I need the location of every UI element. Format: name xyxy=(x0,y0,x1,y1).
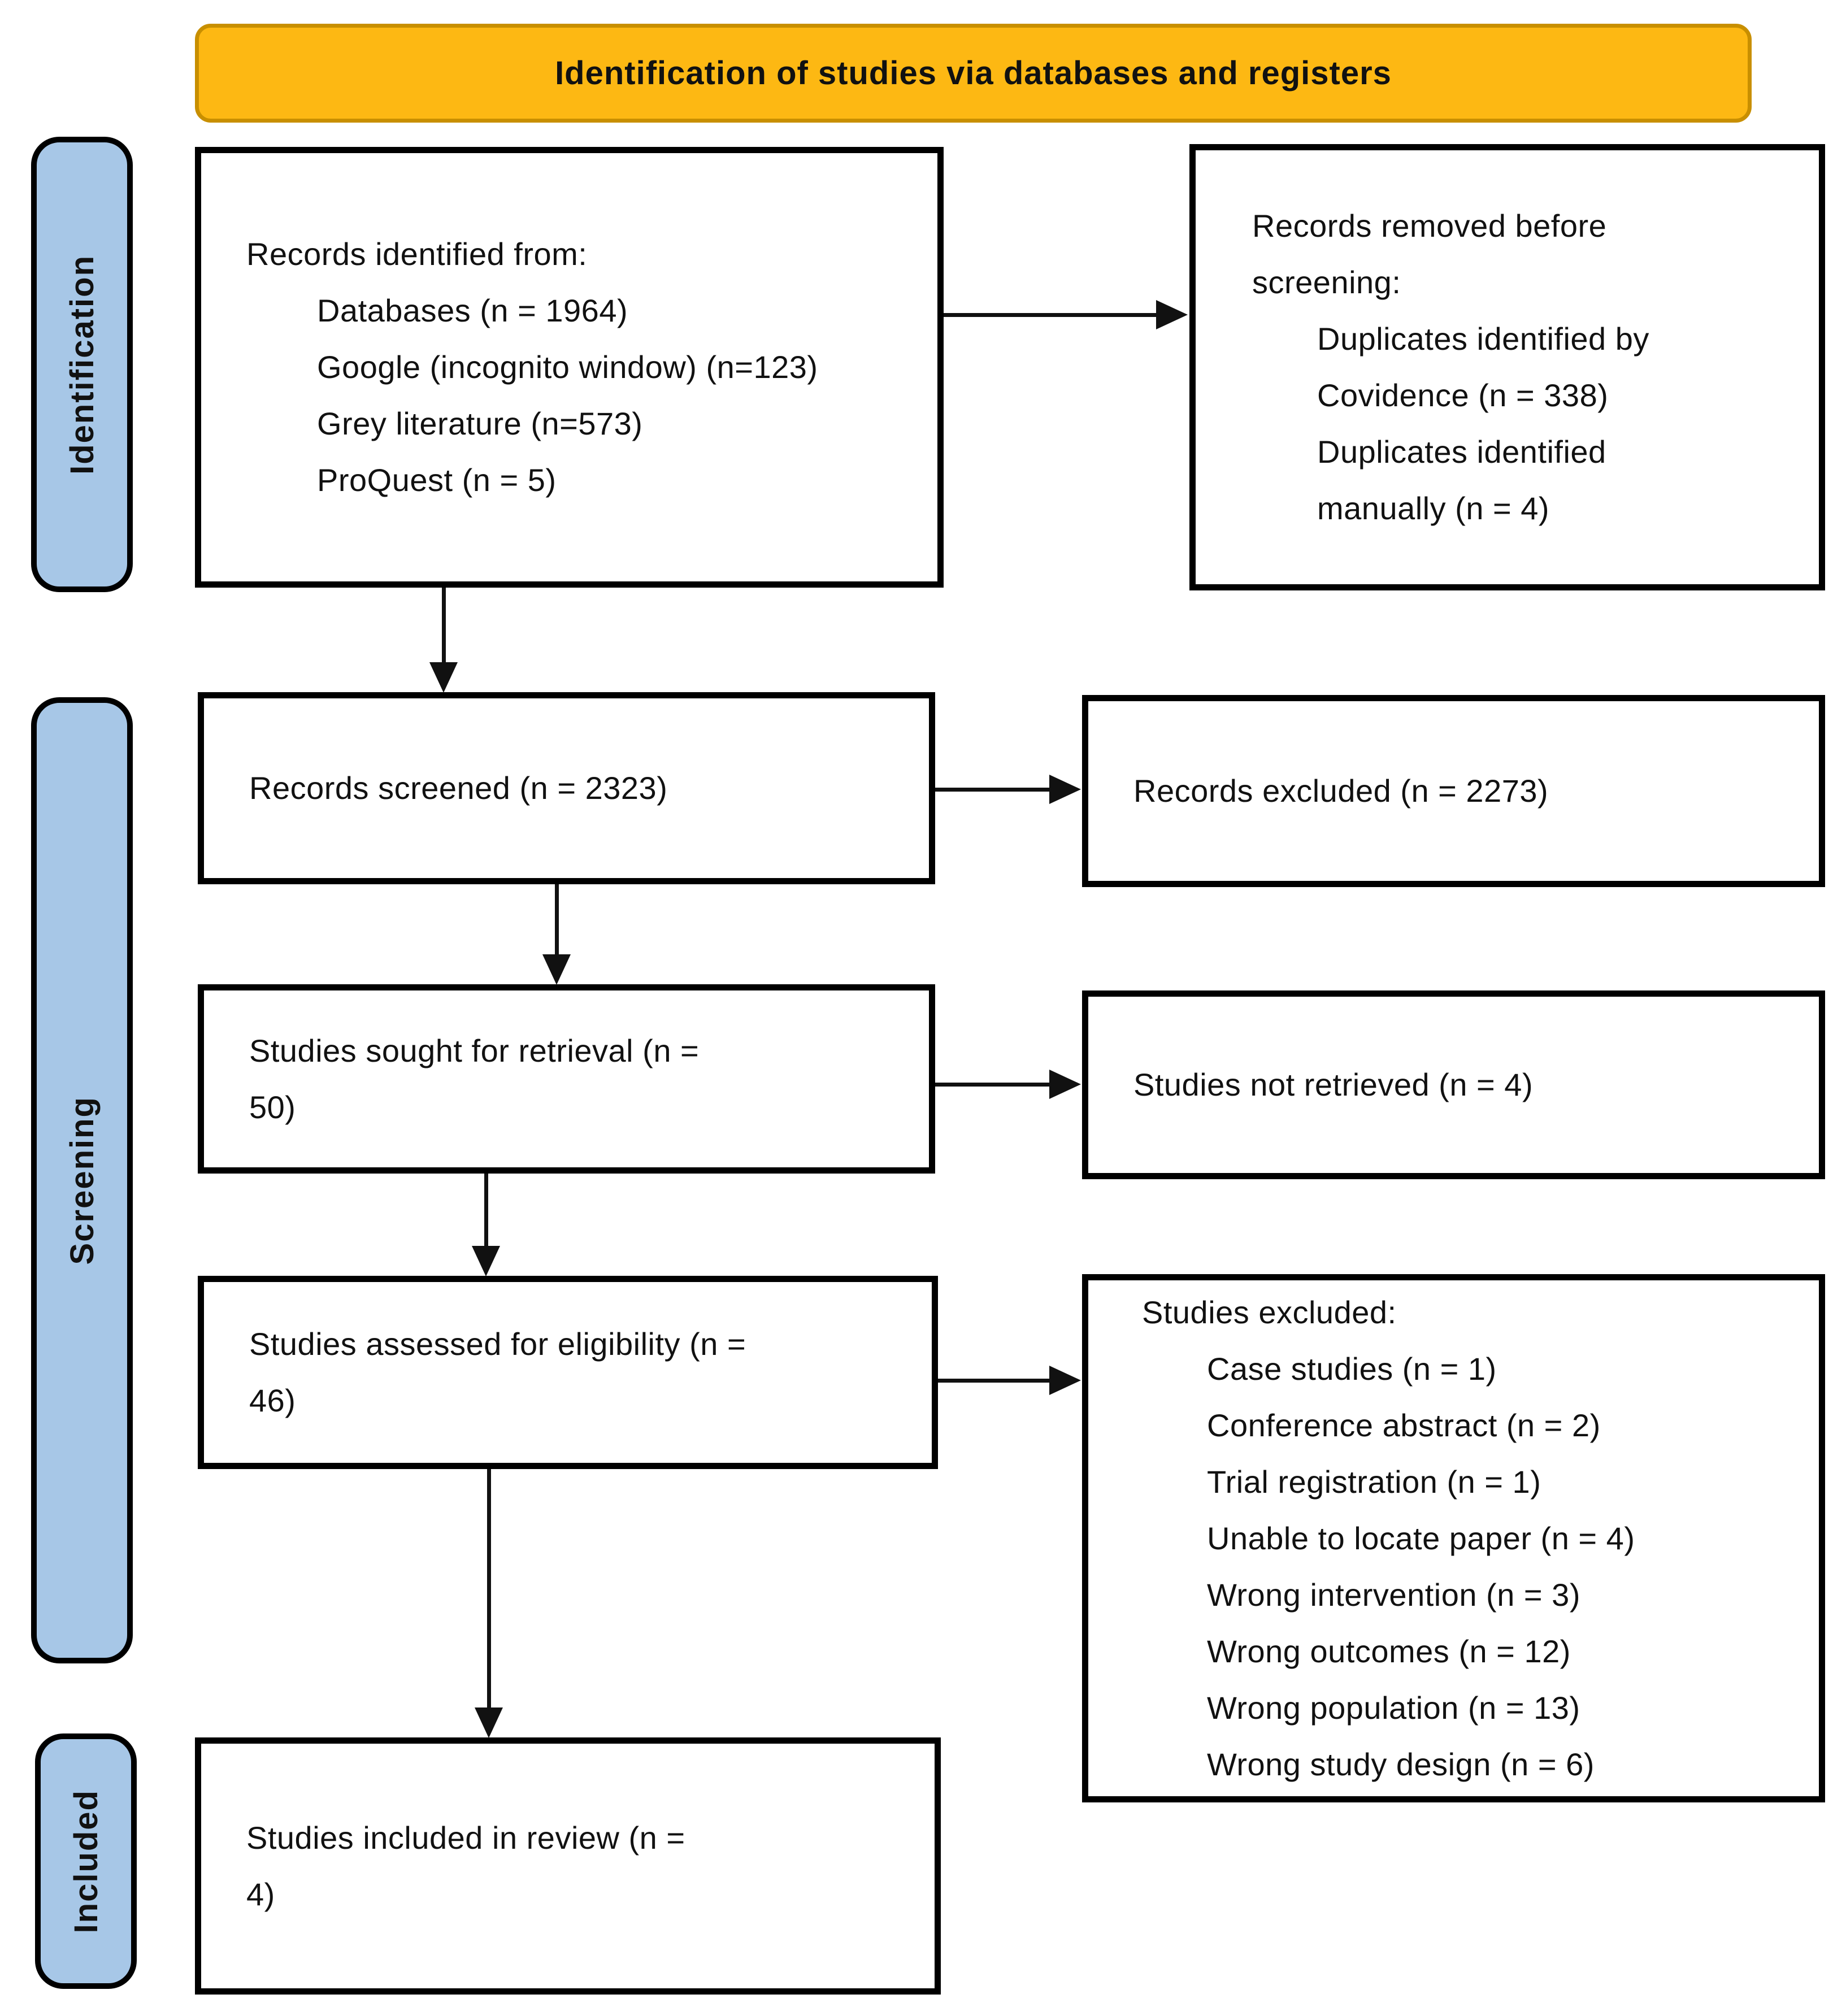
stage-label-included-text: Included xyxy=(67,1789,105,1934)
box-studies-sought-text: Studies sought for retrieval (n = 50) xyxy=(249,1032,700,1125)
box-studies-sought: Studies sought for retrieval (n = 50) xyxy=(198,984,935,1174)
list-item: Google (incognito window) (n=123) xyxy=(317,349,818,385)
box-records-screened-text: Records screened (n = 2323) xyxy=(249,770,668,806)
box-studies-excluded-items: Case studies (n = 1) Conference abstract … xyxy=(1142,1341,1635,1793)
stage-label-identification: Identification xyxy=(31,137,133,592)
list-item: Case studies (n = 1) xyxy=(1207,1350,1497,1387)
stage-label-identification-text: Identification xyxy=(63,254,101,475)
box-records-identified-items: Databases (n = 1964) Google (incognito wi… xyxy=(246,283,818,509)
list-item: Duplicates identified manually (n = 4) xyxy=(1317,434,1606,526)
list-item: Unable to locate paper (n = 4) xyxy=(1207,1520,1635,1556)
list-item: Wrong study design (n = 6) xyxy=(1207,1746,1595,1782)
arrowhead-down-icon xyxy=(472,1246,500,1276)
box-records-excluded-text: Records excluded (n = 2273) xyxy=(1133,773,1549,809)
list-item: Duplicates identified by Covidence (n = … xyxy=(1317,321,1649,413)
stage-label-screening-text: Screening xyxy=(63,1096,101,1265)
arrowhead-right-icon xyxy=(1049,1070,1081,1099)
list-item: Wrong population (n = 13) xyxy=(1207,1689,1580,1726)
list-item: Databases (n = 1964) xyxy=(317,293,628,328)
arrowhead-right-icon xyxy=(1049,775,1081,804)
stage-label-screening: Screening xyxy=(31,697,133,1663)
banner-identification-via-databases: Identification of studies via databases … xyxy=(195,24,1752,123)
box-studies-not-retrieved: Studies not retrieved (n = 4) xyxy=(1082,990,1825,1179)
box-studies-included: Studies included in review (n = 4) xyxy=(195,1737,941,1995)
arrow-shaft xyxy=(944,313,1159,317)
arrow-shaft xyxy=(487,1469,491,1710)
arrowhead-right-icon xyxy=(1049,1366,1081,1395)
arrow-shaft xyxy=(442,588,446,666)
box-studies-included-text: Studies included in review (n = 4) xyxy=(246,1819,685,1912)
arrow-shaft xyxy=(555,884,559,958)
list-item: Trial registration (n = 1) xyxy=(1207,1463,1541,1500)
box-studies-assessed: Studies assessed for eligibility (n = 46… xyxy=(198,1276,938,1469)
arrowhead-down-icon xyxy=(475,1707,503,1738)
list-item: Wrong outcomes (n = 12) xyxy=(1207,1633,1571,1669)
box-records-excluded: Records excluded (n = 2273) xyxy=(1082,695,1825,887)
box-records-identified-intro: Records identified from: xyxy=(246,236,588,272)
arrowhead-right-icon xyxy=(1156,300,1188,329)
stage-label-included: Included xyxy=(35,1733,137,1989)
banner-title: Identification of studies via databases … xyxy=(555,55,1392,92)
arrowhead-down-icon xyxy=(542,954,571,985)
box-studies-assessed-text: Studies assessed for eligibility (n = 46… xyxy=(249,1326,746,1418)
box-records-removed: Records removed before screening: Duplic… xyxy=(1189,144,1825,590)
list-item: Grey literature (n=573) xyxy=(317,406,643,441)
arrow-shaft xyxy=(938,1379,1053,1383)
box-records-removed-items: Duplicates identified by Covidence (n = … xyxy=(1252,311,1721,537)
list-item: Wrong intervention (n = 3) xyxy=(1207,1576,1580,1613)
box-studies-not-retrieved-text: Studies not retrieved (n = 4) xyxy=(1133,1067,1534,1102)
box-records-removed-intro: Records removed before screening: xyxy=(1252,208,1607,300)
box-records-identified: Records identified from: Databases (n = … xyxy=(195,147,944,588)
list-item: Conference abstract (n = 2) xyxy=(1207,1407,1601,1443)
arrow-shaft xyxy=(484,1174,488,1248)
box-studies-excluded: Studies excluded: Case studies (n = 1) Co… xyxy=(1082,1274,1825,1802)
box-studies-excluded-intro: Studies excluded: xyxy=(1142,1294,1397,1330)
arrow-shaft xyxy=(935,1083,1053,1087)
box-records-screened: Records screened (n = 2323) xyxy=(198,692,935,884)
arrow-shaft xyxy=(935,788,1053,792)
arrowhead-down-icon xyxy=(429,662,458,693)
list-item: ProQuest (n = 5) xyxy=(317,462,557,498)
